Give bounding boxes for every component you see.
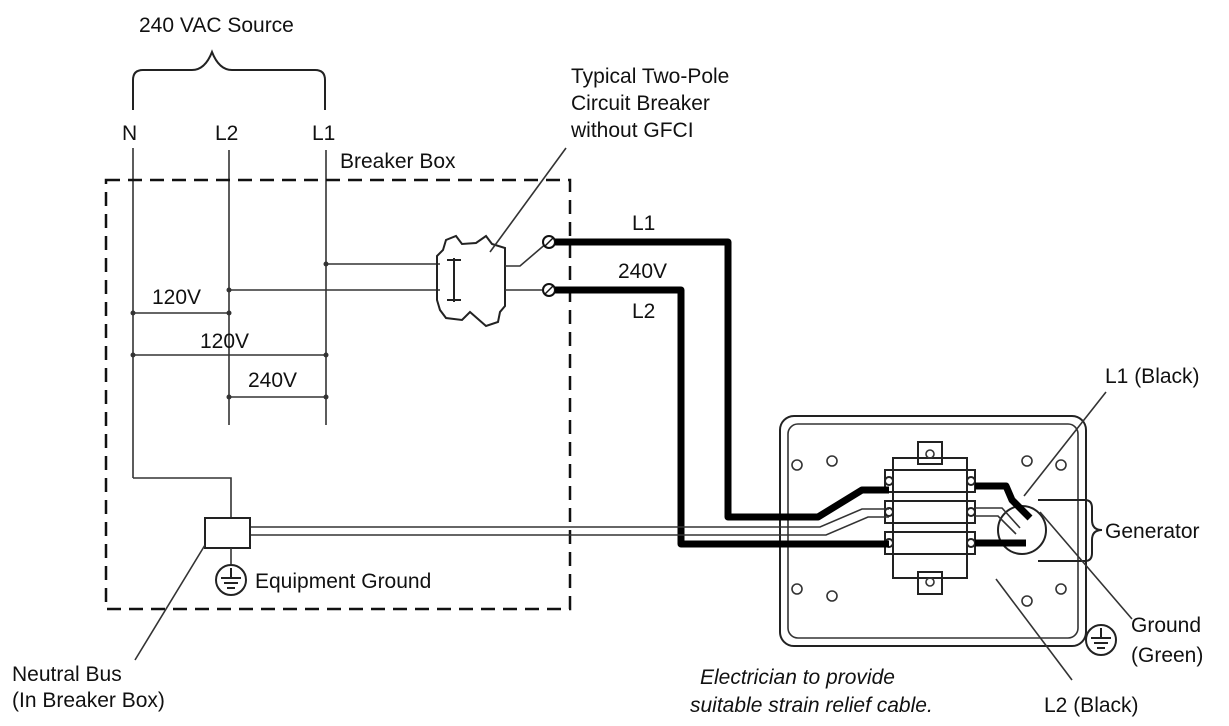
- neutral-bus-leader: [134, 544, 206, 661]
- v240-inner-label: 240V: [248, 369, 297, 392]
- equipment-ground-icon: [215, 564, 247, 596]
- source-label: 240 VAC Source: [139, 14, 294, 37]
- v240-wire-label: 240V: [618, 260, 667, 283]
- node: [323, 394, 329, 400]
- l2-black-leader: [995, 578, 1073, 681]
- l1-black-leader: [1023, 391, 1107, 497]
- terminal-block: [884, 441, 976, 595]
- breaker-leader: [489, 147, 567, 253]
- neutral-label: N: [122, 122, 137, 145]
- node: [323, 261, 329, 267]
- breaker-label-1: Typical Two-Pole: [571, 65, 729, 88]
- v120-b-label: 120V: [200, 330, 249, 353]
- node: [226, 310, 232, 316]
- gen-wire-ground-2: [975, 515, 1017, 535]
- wire-l1: [555, 238, 889, 521]
- breaker-label-3: without GFCI: [570, 119, 694, 142]
- ground-cable: [250, 508, 889, 528]
- l1-wire-label: L1: [632, 212, 655, 235]
- l2-black-label: L2 (Black): [1044, 694, 1139, 717]
- terminal-l2-slot: [544, 285, 554, 295]
- neutral-bus: [204, 517, 251, 549]
- generator-panel: [779, 415, 1087, 647]
- ground-leader: [1039, 511, 1133, 620]
- terminal-l1-slot: [544, 237, 554, 247]
- l1-black-label: L1 (Black): [1105, 365, 1200, 388]
- ground-label-2: (Green): [1131, 644, 1203, 667]
- equipment-ground-label: Equipment Ground: [255, 570, 431, 593]
- node: [130, 310, 136, 316]
- note-label-1: Electrician to provide: [700, 666, 895, 689]
- neutral-bus-label-1: Neutral Bus: [12, 663, 122, 686]
- gen-wire-ground: [975, 507, 1021, 529]
- node: [130, 352, 136, 358]
- breaker-label-2: Circuit Breaker: [571, 92, 710, 115]
- circuit-breaker: [436, 234, 549, 328]
- generator-label: Generator: [1105, 520, 1200, 543]
- l1-top-label: L1: [312, 122, 335, 145]
- wire-l2: [555, 286, 889, 548]
- breaker-box-label: Breaker Box: [340, 150, 456, 173]
- generator-bracket: [1038, 499, 1103, 562]
- l2-top-label: L2: [215, 122, 238, 145]
- source-bracket: [132, 49, 326, 110]
- ground-label-1: Ground: [1131, 614, 1201, 637]
- neutral-bus-label-2: (In Breaker Box): [12, 689, 165, 712]
- node: [323, 352, 329, 358]
- node: [226, 287, 232, 293]
- ground-cable-2: [250, 516, 889, 536]
- generator-ground-icon: [1085, 624, 1117, 656]
- gen-wire-l1: [975, 482, 1033, 521]
- l2-wire-label: L2: [632, 300, 655, 323]
- node: [226, 394, 232, 400]
- note-label-2: suitable strain relief cable.: [690, 694, 933, 717]
- breaker-box-outline: [104, 178, 572, 611]
- v120-a-label: 120V: [152, 286, 201, 309]
- neutral-to-bus: [133, 477, 232, 518]
